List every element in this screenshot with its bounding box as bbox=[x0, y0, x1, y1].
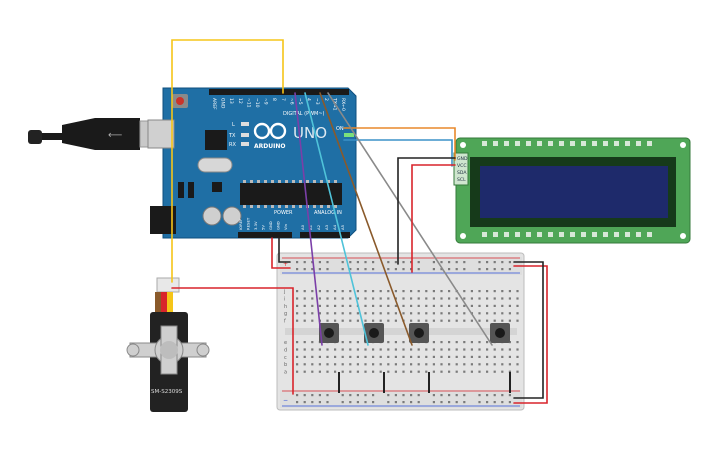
breadboard-row-letter: a bbox=[284, 370, 287, 376]
breadboard-row-letter: d bbox=[284, 347, 287, 353]
digital-pin-label: AREF bbox=[211, 98, 217, 110]
wire-lcd-gnd bbox=[397, 157, 456, 265]
wire-yellow bbox=[171, 39, 284, 283]
digital-pin-label: 12 bbox=[237, 98, 243, 104]
power-pin-label: RESET bbox=[246, 217, 251, 230]
power-pin-label: 3.3V bbox=[253, 221, 258, 230]
pushbutton-2[interactable] bbox=[364, 323, 384, 343]
power-pin-label: Vin bbox=[283, 223, 288, 230]
usb-cable: ⟵ bbox=[28, 118, 167, 150]
arduino-brand: ARDUINO bbox=[254, 143, 285, 150]
analog-label: ANALOG IN bbox=[314, 210, 342, 216]
lcd-screen bbox=[480, 166, 668, 218]
breadboard-row-letter: f bbox=[284, 319, 286, 325]
wire-cyan bbox=[304, 92, 369, 346]
power-label: POWER bbox=[274, 210, 293, 216]
wire-rail-right-red bbox=[513, 265, 548, 404]
power-pin-label: 5V bbox=[261, 225, 266, 230]
led-tx-label: TX bbox=[228, 133, 236, 139]
led-rx-label: RX bbox=[229, 142, 236, 148]
wire-servo-power bbox=[171, 287, 294, 395]
wires bbox=[171, 39, 548, 404]
digital-pin-label: ~9 bbox=[263, 98, 269, 105]
power-pin-label: GND bbox=[276, 221, 281, 230]
digital-pin-label: 13 bbox=[228, 98, 234, 104]
digital-pin-label: 4 bbox=[306, 98, 312, 101]
digital-pin-label: ~5 bbox=[297, 98, 303, 105]
breadboard-row-letter: h bbox=[284, 304, 287, 310]
breadboard-row-letter: j bbox=[283, 289, 285, 295]
servo-model-label: SM-S2309S bbox=[151, 389, 183, 395]
breadboard-row-letter: i bbox=[284, 296, 285, 302]
breadboard-row-letter: g bbox=[284, 311, 287, 317]
wire-blue bbox=[343, 139, 453, 167]
breadboard-row-letter: e bbox=[284, 340, 287, 346]
wire-purple bbox=[294, 92, 323, 346]
svg-text:⟵: ⟵ bbox=[108, 130, 122, 141]
analog-pin-label: A1 bbox=[308, 224, 313, 230]
power-pin-label: GND bbox=[268, 221, 273, 230]
atmega-chip bbox=[240, 183, 342, 205]
wire-gray bbox=[327, 92, 493, 346]
analog-pin-label: A2 bbox=[316, 224, 321, 230]
digital-header bbox=[209, 89, 349, 95]
analog-pin-label: A4 bbox=[332, 224, 337, 230]
rail-plus-label: + bbox=[283, 261, 288, 268]
breadboard-row-letter: b bbox=[284, 362, 287, 368]
digital-pin-label: GND bbox=[220, 98, 226, 109]
wire-lcd-vcc bbox=[411, 164, 456, 273]
analog-pin-label: A0 bbox=[300, 224, 305, 230]
analog-header bbox=[300, 232, 350, 238]
digital-pin-label: 8 bbox=[271, 98, 277, 101]
power-header bbox=[238, 232, 292, 238]
lcd-pin-label: SCL bbox=[457, 177, 466, 183]
wire-gnd-rail bbox=[278, 237, 291, 263]
rail-minus-label: − bbox=[283, 397, 288, 404]
lcd-pin-label: VCC bbox=[457, 163, 467, 169]
digital-header-label: DIGITAL (PWM~) bbox=[283, 111, 325, 117]
digital-pin-label: ~6 bbox=[288, 98, 294, 105]
servo-motor: SM-S2309S bbox=[126, 277, 210, 412]
arduino-logo: ARDUINO bbox=[253, 122, 287, 150]
lcd-pin-label: SDA bbox=[457, 170, 467, 176]
digital-pin-label: 2 bbox=[323, 98, 329, 101]
analog-pin-label: A5 bbox=[340, 224, 345, 230]
digital-pin-label: 7 bbox=[280, 98, 286, 101]
arduino-model: UNO bbox=[293, 124, 327, 142]
pushbutton-4[interactable] bbox=[490, 323, 510, 343]
led-l-label: L bbox=[232, 122, 235, 128]
digital-pin-label: ~3 bbox=[314, 98, 320, 105]
breadboard-jumpers bbox=[338, 372, 511, 393]
on-label: ON bbox=[336, 126, 344, 132]
breadboard-row-letter: c bbox=[284, 355, 287, 361]
wire-rail-right-black bbox=[513, 261, 544, 399]
lcd-pin-label: GND bbox=[457, 156, 468, 162]
digital-pin-label: RX←0 bbox=[340, 98, 346, 111]
pushbutton-1[interactable] bbox=[319, 323, 339, 343]
digital-pin-label: ~10 bbox=[254, 98, 260, 108]
wire-5v-rail bbox=[271, 237, 291, 269]
analog-pin-label: A3 bbox=[324, 224, 329, 230]
power-pin-label: IOREF bbox=[238, 219, 243, 230]
pushbutton-3[interactable] bbox=[409, 323, 429, 343]
digital-pin-label: ~11 bbox=[245, 98, 251, 108]
wire-brown bbox=[319, 92, 413, 346]
